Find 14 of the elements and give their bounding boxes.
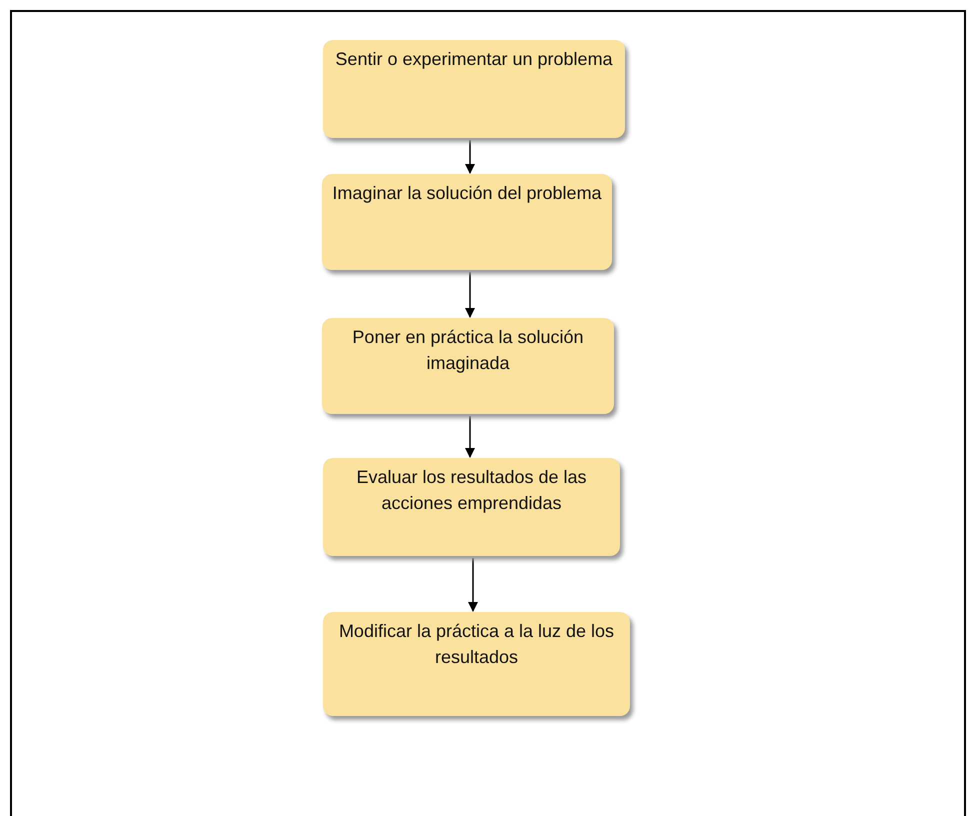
step-text: Imaginar la solución del problema [332, 182, 602, 205]
process-box [323, 612, 630, 716]
process-box [323, 40, 625, 138]
process-box [323, 458, 620, 556]
arrow [465, 140, 475, 174]
step-text: Evaluar los resultados de las acciones emprendidas [355, 466, 588, 515]
step-text: Poner en práctica la solución imaginada [351, 326, 585, 375]
step-text: Modificar la práctica a la luz de los resultados [338, 620, 616, 669]
arrow [465, 416, 475, 458]
arrow [468, 558, 478, 612]
process-box [322, 318, 614, 414]
arrow [465, 272, 475, 318]
process-box [322, 174, 612, 270]
step-text: Sentir o experimentar un problema [335, 48, 613, 71]
